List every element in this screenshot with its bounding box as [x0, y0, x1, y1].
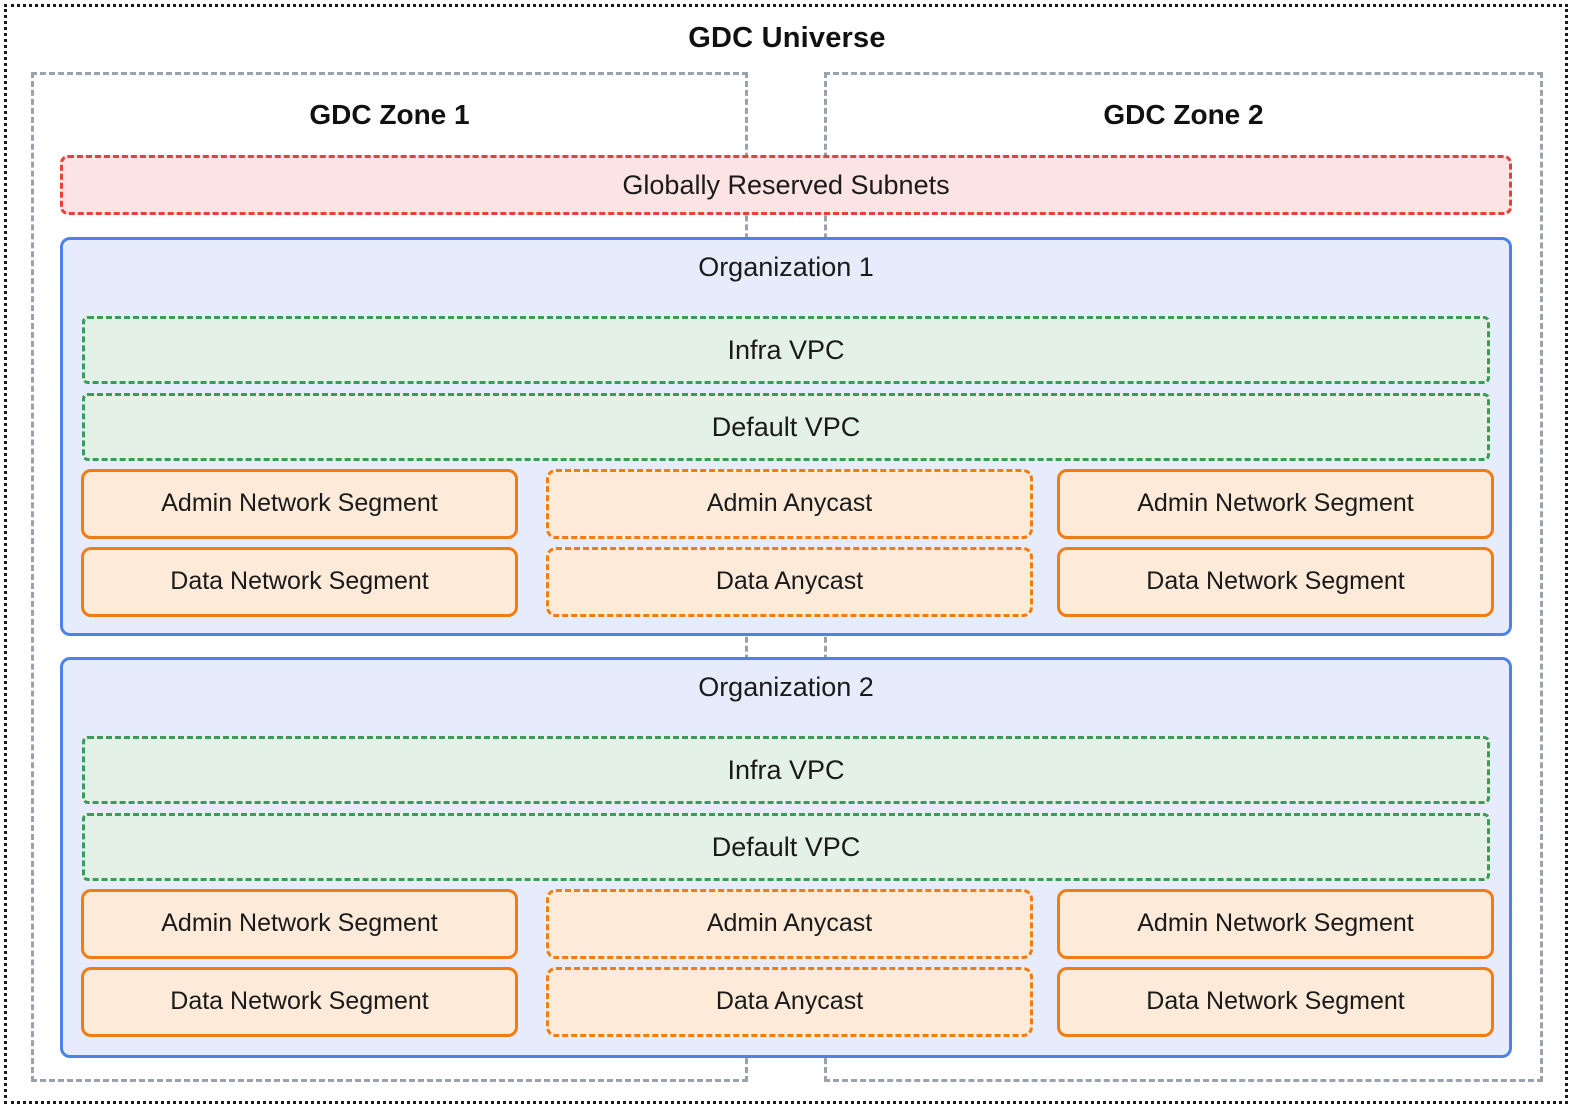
org-1-zone-2-data-network-segment: Data Network Segment — [1057, 547, 1494, 617]
org-1-zone-1-admin-network-segment-label: Admin Network Segment — [161, 489, 438, 518]
org-1-admin-anycast-label: Admin Anycast — [706, 489, 873, 518]
org-2-data-anycast-label: Data Anycast — [715, 987, 864, 1016]
org-2-infra-vpc-box: Infra VPC — [82, 736, 1490, 804]
organization-2-panel: Organization 2 Infra VPC Default VPC Adm… — [60, 657, 1512, 1058]
org-2-zone-2-data-network-segment: Data Network Segment — [1057, 967, 1494, 1037]
org-2-zone-2-data-network-segment-label: Data Network Segment — [1146, 987, 1405, 1016]
org-1-default-vpc-box: Default VPC — [82, 393, 1490, 461]
org-1-zone-2-admin-network-segment: Admin Network Segment — [1057, 469, 1494, 539]
org-1-zone-2-admin-network-segment-label: Admin Network Segment — [1137, 489, 1414, 518]
org-2-zone-1-data-network-segment: Data Network Segment — [81, 967, 518, 1037]
org-2-zone-2-admin-network-segment: Admin Network Segment — [1057, 889, 1494, 959]
organization-2-label: Organization 2 — [698, 672, 874, 702]
org-1-infra-vpc-label: Infra VPC — [727, 334, 845, 365]
org-2-data-row: Data Network Segment Data Anycast Data N… — [63, 967, 1509, 1037]
gdc-zone-2-label: GDC Zone 2 — [1103, 99, 1264, 130]
org-2-default-vpc-label: Default VPC — [711, 831, 861, 862]
org-2-admin-anycast-label: Admin Anycast — [706, 909, 873, 938]
org-1-admin-anycast: Admin Anycast — [546, 469, 1033, 539]
org-2-zone-2-admin-network-segment-label: Admin Network Segment — [1137, 909, 1414, 938]
org-2-zone-1-admin-network-segment: Admin Network Segment — [81, 889, 518, 959]
organization-1-panel: Organization 1 Infra VPC Default VPC Adm… — [60, 237, 1512, 636]
org-2-zone-1-admin-network-segment-label: Admin Network Segment — [161, 909, 438, 938]
org-1-zone-1-data-network-segment-label: Data Network Segment — [170, 567, 429, 596]
org-1-zone-1-admin-network-segment: Admin Network Segment — [81, 469, 518, 539]
org-2-admin-row: Admin Network Segment Admin Anycast Admi… — [63, 889, 1509, 959]
page-title: GDC Universe — [688, 22, 886, 54]
gdc-universe-frame — [4, 4, 1568, 1104]
gdc-zone-1-label: GDC Zone 1 — [309, 99, 470, 130]
org-2-admin-anycast: Admin Anycast — [546, 889, 1033, 959]
org-1-zone-2-data-network-segment-label: Data Network Segment — [1146, 567, 1405, 596]
globally-reserved-subnets-label: Globally Reserved Subnets — [622, 169, 950, 200]
globally-reserved-subnets-box: Globally Reserved Subnets — [60, 155, 1512, 215]
org-1-data-anycast-label: Data Anycast — [715, 567, 864, 596]
organization-1-label: Organization 1 — [698, 252, 874, 282]
org-1-data-row: Data Network Segment Data Anycast Data N… — [63, 547, 1509, 617]
org-1-infra-vpc-box: Infra VPC — [82, 316, 1490, 384]
org-1-default-vpc-label: Default VPC — [711, 411, 861, 442]
org-1-admin-row: Admin Network Segment Admin Anycast Admi… — [63, 469, 1509, 539]
org-1-zone-1-data-network-segment: Data Network Segment — [81, 547, 518, 617]
org-1-data-anycast: Data Anycast — [546, 547, 1033, 617]
org-2-infra-vpc-label: Infra VPC — [727, 754, 845, 785]
org-2-zone-1-data-network-segment-label: Data Network Segment — [170, 987, 429, 1016]
org-2-default-vpc-box: Default VPC — [82, 813, 1490, 881]
org-2-data-anycast: Data Anycast — [546, 967, 1033, 1037]
